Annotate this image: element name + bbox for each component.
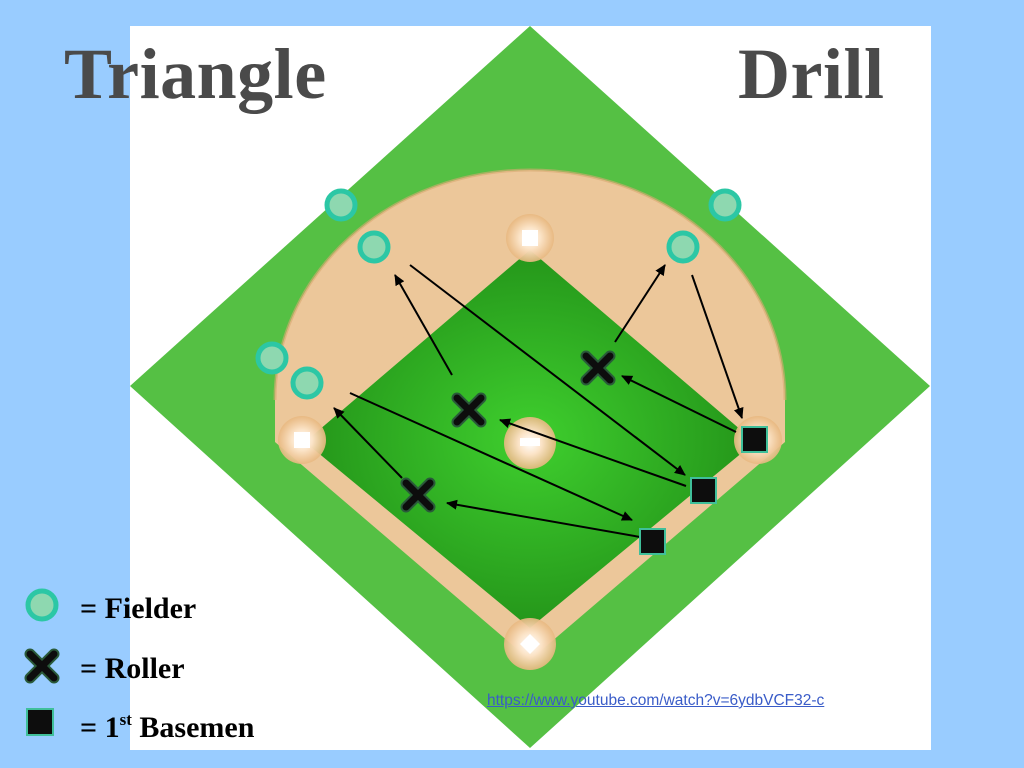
fielders — [255, 188, 742, 400]
drill-arrows — [333, 264, 744, 538]
arrow-basemen-bottom-to-roller — [446, 499, 641, 538]
fielder-marker — [357, 230, 391, 264]
roller-icon — [24, 648, 60, 684]
rollers — [400, 350, 616, 513]
legend-fielder-label: = Fielder — [80, 592, 197, 625]
fielder-icon — [25, 588, 59, 622]
roller-marker — [400, 477, 436, 513]
arrow-roller-bottom-to-fielder — [333, 407, 403, 479]
arrow-fielder-to-basemen-mid — [409, 264, 686, 476]
title-word-right: Drill — [738, 34, 885, 114]
first-basemen-marker — [741, 426, 768, 453]
arrow-roller-right-to-fielder — [614, 264, 666, 343]
arrow-fielder-to-basemen-bottom — [349, 392, 633, 521]
fielder-marker — [708, 188, 742, 222]
infield-dirt-arc-edge — [273, 168, 787, 401]
fielder-marker — [324, 188, 358, 222]
legend-first-basemen-label: = 1st Basemen — [80, 710, 255, 744]
arrow-roller-left-to-fielder — [394, 274, 453, 376]
roller-marker — [580, 350, 616, 386]
home-plate — [504, 618, 556, 670]
fielder-marker — [290, 366, 324, 400]
roller-marker — [451, 392, 487, 428]
first-basemen-icon — [26, 708, 54, 736]
source-video-link[interactable]: https://www.youtube.com/watch?v=6ydbVCF3… — [487, 692, 825, 709]
arrow-fielder-to-basemen-right — [691, 274, 744, 419]
third-base — [278, 416, 326, 464]
title-word-left: Triangle — [64, 34, 327, 114]
legend-roller-label: = Roller — [80, 652, 185, 685]
first-basemen — [639, 426, 768, 555]
fielder-marker — [255, 341, 289, 375]
pitchers-mound — [504, 417, 556, 469]
first-basemen-marker — [639, 528, 666, 555]
second-base — [506, 214, 554, 262]
fielder-marker — [666, 230, 700, 264]
arrow-basemen-right-to-roller — [621, 375, 737, 433]
first-basemen-marker — [690, 477, 717, 504]
arrow-basemen-mid-to-roller — [499, 418, 687, 487]
